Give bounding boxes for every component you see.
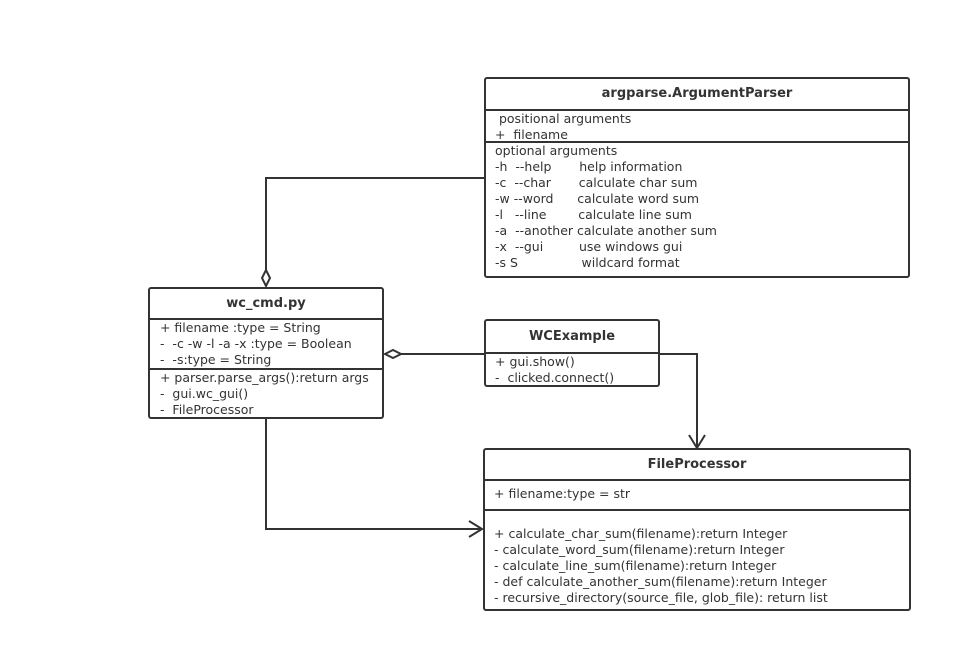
class-name: wc_cmd.py bbox=[150, 289, 382, 320]
operation: -a --another calculate another sum bbox=[495, 223, 717, 238]
class-name: WCExample bbox=[486, 321, 658, 354]
class-argparse-argumentparser: argparse.ArgumentParser positional argum… bbox=[484, 77, 910, 278]
operation: -w --word calculate word sum bbox=[495, 191, 700, 206]
class-wc-cmd-py: wc_cmd.py + filename :type = String - -c… bbox=[148, 287, 384, 419]
operation: + calculate_char_sum(filename):return In… bbox=[494, 526, 788, 541]
operations-section: + gui.show() - clicked.connect() bbox=[486, 354, 658, 385]
connector-argparse-wc-cmd bbox=[265, 177, 485, 270]
operation: - calculate_line_sum(filename):return In… bbox=[494, 558, 777, 573]
operation: - gui.wc_gui() bbox=[156, 386, 249, 401]
operations-section: optional arguments -h --help help inform… bbox=[486, 143, 908, 271]
operation: -c --char calculate char sum bbox=[495, 175, 698, 190]
attributes-section: + filename :type = String - -c -w -l -a … bbox=[150, 320, 382, 370]
class-wcexample: WCExample + gui.show() - clicked.connect… bbox=[484, 319, 660, 387]
attribute: + filename:type = str bbox=[494, 486, 631, 501]
attribute: + filename bbox=[495, 127, 568, 142]
attribute: - -c -w -l -a -x :type = Boolean bbox=[156, 336, 352, 351]
operations-section: + calculate_char_sum(filename):return In… bbox=[485, 511, 909, 606]
attribute: + filename :type = String bbox=[156, 320, 321, 335]
operations-section: + parser.parse_args():return args - gui.… bbox=[150, 370, 382, 417]
connector-wc-cmd-fileprocessor bbox=[265, 419, 482, 530]
operation: - recursive_directory(source_file, glob_… bbox=[494, 590, 828, 605]
operation: + gui.show() bbox=[495, 354, 575, 369]
class-name: argparse.ArgumentParser bbox=[486, 79, 908, 111]
attributes-section: + filename:type = str bbox=[485, 481, 909, 511]
attributes-section: positional arguments + filename bbox=[486, 111, 908, 143]
operation: -x --gui use windows gui bbox=[495, 239, 683, 254]
attribute: - -s:type = String bbox=[156, 352, 272, 367]
operation: - calculate_word_sum(filename):return In… bbox=[494, 542, 785, 557]
operation: -s S wildcard format bbox=[495, 255, 680, 270]
operation: - FileProcessor bbox=[156, 402, 254, 417]
operation: - clicked.connect() bbox=[495, 370, 615, 385]
class-name: FileProcessor bbox=[485, 450, 909, 481]
operation: -h --help help information bbox=[495, 159, 683, 174]
arrowhead-right bbox=[468, 520, 484, 538]
aggregation-diamond-top bbox=[260, 267, 272, 289]
aggregation-diamond-side bbox=[382, 348, 404, 360]
connector-wcexample-fileprocessor bbox=[659, 353, 698, 448]
operation: + parser.parse_args():return args bbox=[156, 370, 369, 385]
operation: - def calculate_another_sum(filename):re… bbox=[494, 574, 827, 589]
operation: optional arguments bbox=[495, 143, 618, 158]
operation: -l --line calculate line sum bbox=[495, 207, 692, 222]
attribute: positional arguments bbox=[495, 111, 632, 126]
class-fileprocessor: FileProcessor + filename:type = str + ca… bbox=[483, 448, 911, 611]
